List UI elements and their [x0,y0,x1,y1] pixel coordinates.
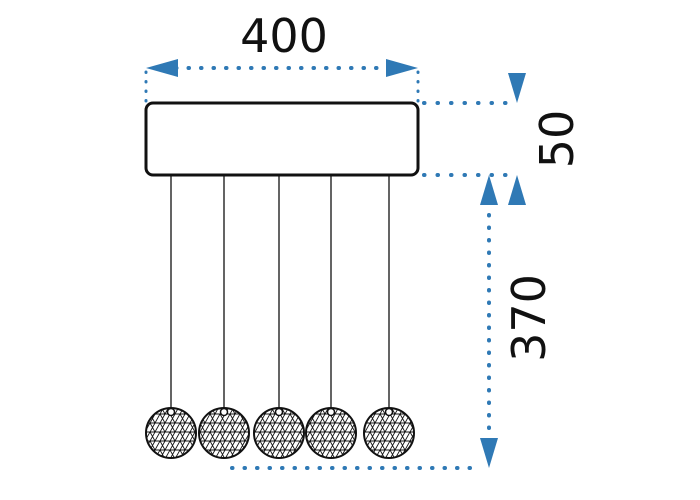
crystal-pendant-1 [145,407,197,459]
arrow-right-icon [386,59,418,77]
arrow-up-icon [480,175,498,205]
arrow-up-icon [508,175,526,205]
crystal-pendants [145,407,415,459]
drop-label: 370 [502,274,556,362]
ceiling-canopy [144,101,420,177]
suspension-wires [170,176,390,410]
arrow-left-icon [146,59,178,77]
width-dimension: 400 [144,9,420,106]
height-dimension: 50 [422,73,584,205]
width-label: 400 [240,9,328,63]
crystal-pendant-2 [198,407,250,459]
height-label: 50 [530,110,584,169]
drop-dimension: 370 [230,175,556,470]
arrow-down-icon [508,73,526,103]
crystal-pendant-3 [253,407,305,459]
crystal-pendant-5 [363,407,415,459]
crystal-pendant-4 [305,407,357,459]
arrow-down-icon [480,438,498,468]
